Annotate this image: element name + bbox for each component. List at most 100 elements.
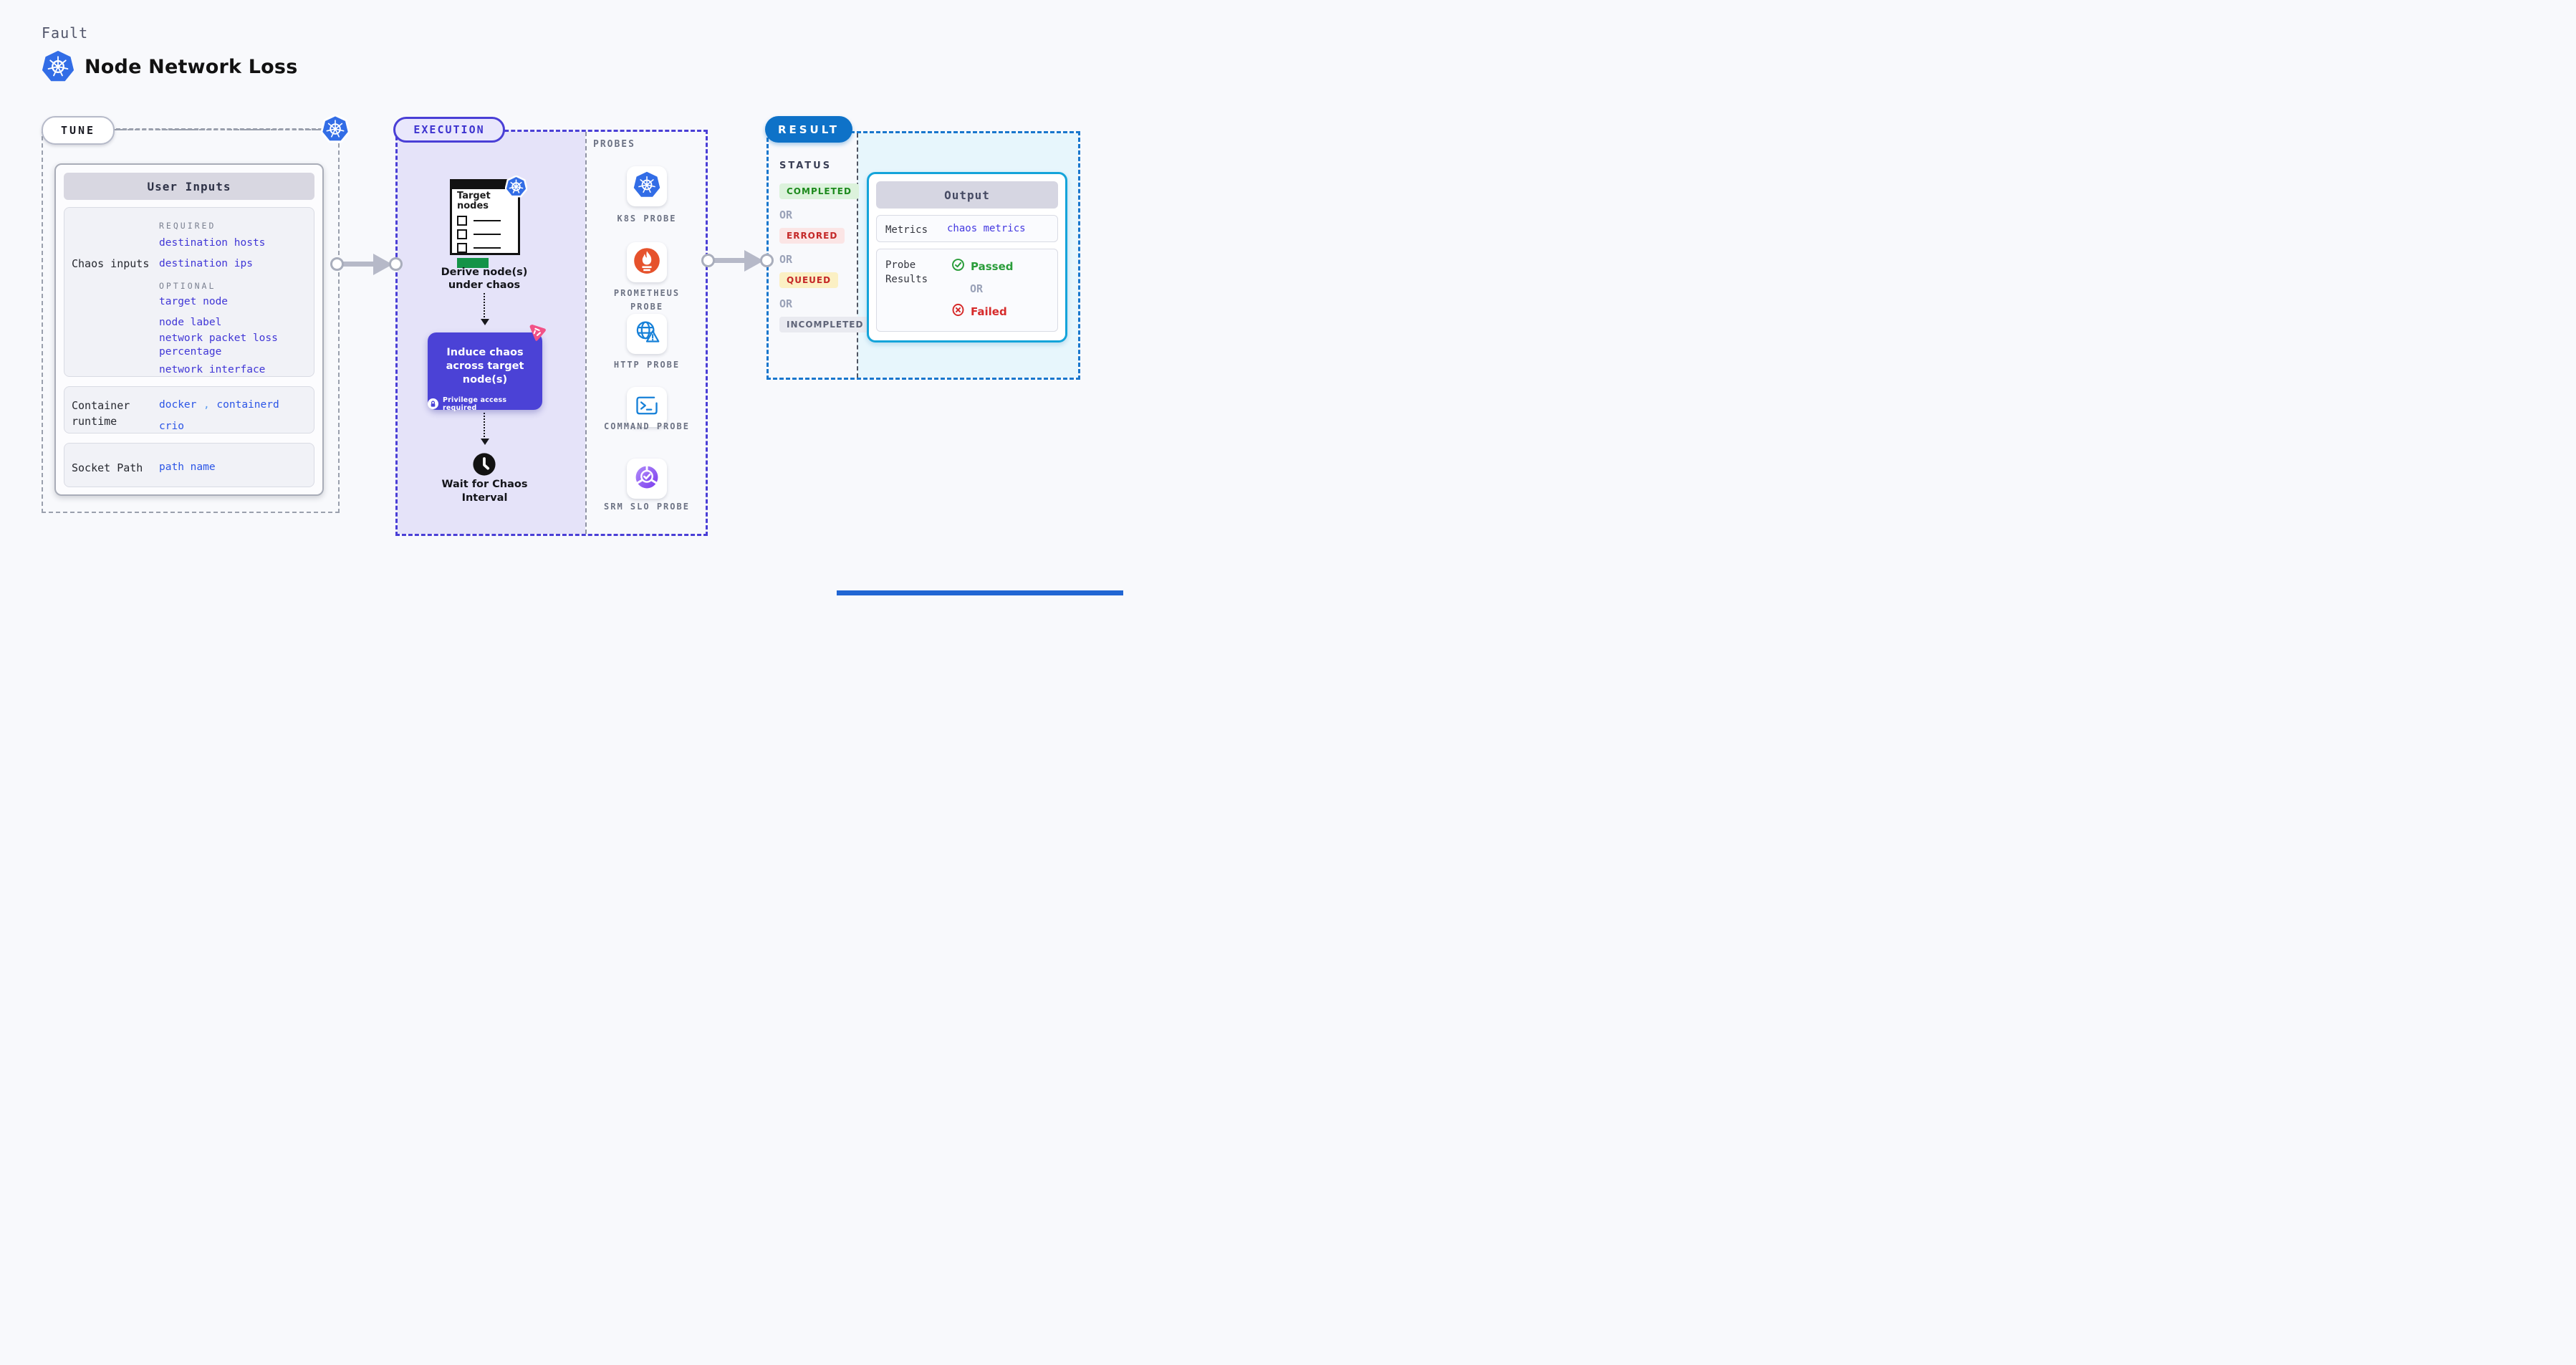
node-network-loss-diagram: Fault Node Network Loss TUNE <box>0 0 1123 595</box>
status-badge-completed: COMPLETED <box>779 183 859 199</box>
probe-card-prometheus <box>627 242 667 282</box>
window-title-bar <box>452 181 518 189</box>
target-nodes-window: Target nodes <box>450 179 520 268</box>
target-nodes-title: Target nodes <box>457 191 491 212</box>
bottom-accent-bar <box>837 590 1123 595</box>
runtime-value: docker <box>159 399 197 411</box>
litmus-chaos-icon <box>527 322 547 345</box>
user-inputs-card: User Inputs Chaos inputs REQUIRED destin… <box>54 163 324 496</box>
optional-input: network interface <box>159 364 266 376</box>
status-badge-errored: ERRORED <box>779 228 845 244</box>
chaos-inputs-row: Chaos inputs REQUIRED destination hosts … <box>64 207 314 377</box>
probe-label: HTTP PROBE <box>613 360 681 370</box>
or-separator: OR <box>779 297 793 310</box>
socket-path-value-wrap: path name <box>159 452 307 478</box>
optional-input: target node <box>159 295 229 307</box>
passed-line: Passed <box>951 258 1049 274</box>
tune-dashed-connector <box>116 128 322 130</box>
required-input: destination ips <box>159 257 253 269</box>
or-separator: OR <box>779 209 793 221</box>
required-heading: REQUIRED <box>159 221 216 231</box>
execution-probes-divider <box>585 132 587 534</box>
dotted-arrow-down-icon <box>481 413 489 445</box>
container-runtime-label: Container runtime <box>72 399 130 428</box>
x-circle-icon <box>951 303 965 320</box>
runtime-value: crio <box>159 421 184 432</box>
required-input: destination hosts <box>159 237 266 249</box>
chaos-inputs-values: REQUIRED destination hosts destination i… <box>159 216 307 375</box>
connector-dot <box>330 257 344 271</box>
result-section-badge: RESULT <box>765 116 852 143</box>
socket-path-row: Socket Path path name <box>64 443 314 487</box>
green-button-placeholder <box>457 257 489 268</box>
kubernetes-icon <box>504 175 528 201</box>
induce-chaos-label: Induce chaos across target node(s) <box>446 347 524 385</box>
connector-dot <box>760 254 774 267</box>
metrics-label: Metrics <box>885 224 928 236</box>
probe-label: K8S PROBE <box>617 214 677 224</box>
or-separator: OR <box>779 253 793 266</box>
failed-line: Failed <box>951 303 1049 320</box>
probe-label: COMMAND PROBE <box>604 421 690 431</box>
probe-results-row: Probe Results Passed OR <box>876 249 1058 332</box>
status-heading: STATUS <box>779 161 832 171</box>
probe-label: SRM SLO PROBE <box>604 502 690 512</box>
output-header: Output <box>876 181 1058 209</box>
clock-icon <box>472 452 496 479</box>
globe-warning-icon <box>633 318 661 350</box>
terminal-icon <box>634 393 660 421</box>
lock-icon <box>428 398 438 410</box>
user-inputs-header: User Inputs <box>64 173 314 200</box>
result-status-divider <box>857 133 858 378</box>
execution-section-badge: EXECUTION <box>393 117 505 143</box>
prometheus-icon <box>633 247 660 277</box>
failed-label: Failed <box>971 305 1007 318</box>
probe-results-label: Probe Results <box>885 259 928 286</box>
probes-heading: PROBES <box>593 139 635 150</box>
kubernetes-icon <box>42 50 75 86</box>
probe-results-values: Passed OR Failed <box>947 258 1049 322</box>
output-card: Output Metrics chaos metrics Probe Resul… <box>867 172 1067 343</box>
probe-card-k8s <box>627 166 667 206</box>
checkbox-icon <box>457 215 467 226</box>
optional-heading: OPTIONAL <box>159 280 216 291</box>
checkbox-icon <box>457 242 467 253</box>
probe-label: PROMETHEUS PROBE <box>613 288 681 312</box>
checkbox-icon <box>457 229 467 239</box>
node-checkbox-row <box>457 242 513 253</box>
privilege-access-row: Privilege access required <box>428 396 542 412</box>
derive-nodes-label: Derive node(s) under chaos <box>441 267 528 292</box>
probe-card-srm-slo <box>627 459 667 499</box>
node-checkbox-row <box>457 229 513 239</box>
optional-input: network packet loss percentage <box>159 332 278 358</box>
kubernetes-icon <box>320 114 350 146</box>
container-runtime-row: Container runtime docker , containerd cr… <box>64 386 314 434</box>
line-placeholder <box>474 233 501 235</box>
arrow-execution-to-result <box>711 258 746 263</box>
arrow-tune-to-execution <box>340 262 375 267</box>
status-badge-queued: QUEUED <box>779 272 839 288</box>
socket-path-label: Socket Path <box>72 461 143 474</box>
or-separator: OR <box>970 282 984 295</box>
connector-dot <box>701 254 715 267</box>
chaos-inputs-label: Chaos inputs <box>72 257 150 270</box>
passed-label: Passed <box>971 259 1014 273</box>
probe-card-http <box>627 314 667 354</box>
execution-section-box <box>395 130 708 536</box>
induce-chaos-box: Induce chaos across target node(s) Privi… <box>428 332 542 412</box>
tune-section-badge: TUNE <box>42 116 115 145</box>
check-circle-icon <box>951 258 965 274</box>
socket-path-value: path name <box>159 461 216 473</box>
status-badge-incompleted: INCOMPLETED <box>779 317 871 332</box>
kubernetes-icon <box>633 171 660 201</box>
connector-dot <box>389 257 403 271</box>
privilege-access-label: Privilege access required <box>443 396 507 412</box>
dotted-arrow-down-icon <box>481 293 489 325</box>
runtime-value: containerd <box>216 399 279 411</box>
metrics-value: chaos metrics <box>947 223 1026 234</box>
probe-card-command <box>627 387 667 427</box>
metrics-row: Metrics chaos metrics <box>876 215 1058 242</box>
runtime-separator: , <box>203 399 210 411</box>
container-runtime-values: docker , containerd crio <box>159 396 307 432</box>
node-checkbox-row <box>457 215 513 226</box>
